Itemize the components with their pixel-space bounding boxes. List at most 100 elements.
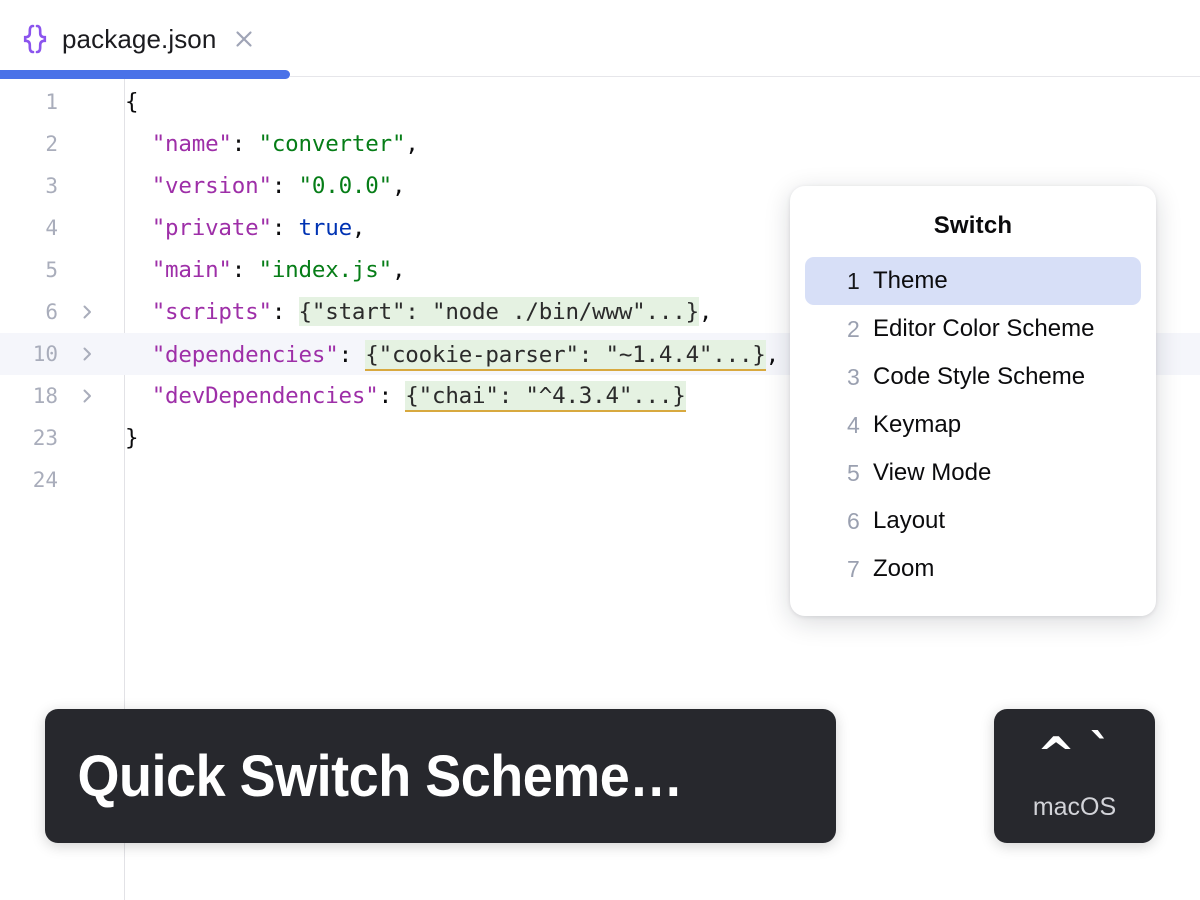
- code-token: "scripts": [151, 299, 272, 325]
- code-text: "main": "index.js",: [125, 257, 406, 283]
- code-token: [125, 173, 152, 199]
- line-number: 3: [45, 174, 58, 198]
- code-token: :: [271, 299, 299, 325]
- code-token: ,: [351, 215, 366, 241]
- code-token: "index.js": [258, 257, 392, 283]
- line-number: 18: [32, 384, 58, 408]
- code-token: :: [231, 257, 259, 283]
- code-line[interactable]: 4 "private": true,: [0, 207, 1200, 249]
- tab-bar-divider: [290, 76, 1200, 77]
- code-token: :: [271, 215, 299, 241]
- code-token: :: [378, 383, 406, 409]
- code-text: {: [125, 89, 139, 115]
- close-icon[interactable]: [233, 28, 255, 50]
- code-token: "dependencies": [151, 342, 339, 368]
- code-token: ,: [391, 173, 406, 199]
- line-number: 4: [45, 216, 58, 240]
- line-number: 2: [45, 132, 58, 156]
- backtick-key-icon: `: [1089, 724, 1113, 778]
- code-token: "0.0.0": [298, 173, 393, 199]
- popup-item-view-mode[interactable]: 5 View Mode: [805, 449, 1141, 497]
- os-label: macOS: [1032, 793, 1117, 821]
- line-number: 23: [32, 426, 58, 450]
- code-token: "converter": [258, 131, 406, 157]
- popup-title: Switch: [933, 212, 1013, 239]
- popup-item-number: 1: [847, 267, 860, 294]
- code-token: ,: [698, 299, 713, 325]
- code-line[interactable]: 24: [0, 459, 1200, 501]
- code-text: "version": "0.0.0",: [125, 173, 406, 199]
- code-token: "devDependencies": [151, 383, 379, 409]
- fold-chevron-icon[interactable]: [58, 345, 116, 363]
- popup-item-code-style-scheme[interactable]: 3 Code Style Scheme: [805, 353, 1141, 401]
- popup-item-label: Editor Color Scheme: [873, 315, 1095, 342]
- popup-item-editor-color-scheme[interactable]: 2 Editor Color Scheme: [805, 305, 1141, 353]
- code-token: {: [125, 89, 139, 115]
- line-number: 1: [45, 90, 58, 114]
- code-line[interactable]: 5 "main": "index.js",: [0, 249, 1200, 291]
- tab-title: package.json: [62, 23, 217, 54]
- code-line[interactable]: 3 "version": "0.0.0",: [0, 165, 1200, 207]
- code-line[interactable]: 23}: [0, 417, 1200, 459]
- code-token: "name": [151, 131, 232, 157]
- line-number: 6: [45, 300, 58, 324]
- popup-item-label: Theme: [873, 267, 948, 294]
- code-token: [125, 383, 152, 409]
- quick-switch-scheme-popup[interactable]: Switch 1 Theme 2 Editor Color Scheme 3 Code S…: [790, 186, 1156, 616]
- popup-item-number: 2: [847, 315, 860, 342]
- popup-item-number: 4: [847, 411, 860, 438]
- popup-item-layout[interactable]: 6 Layout: [805, 497, 1141, 545]
- code-token: [125, 215, 152, 241]
- code-token: :: [338, 342, 366, 368]
- line-number: 5: [45, 258, 58, 282]
- action-name-banner: Quick Switch Scheme…: [45, 709, 836, 843]
- popup-item-theme[interactable]: 1 Theme: [805, 257, 1141, 305]
- popup-item-label: Code Style Scheme: [873, 363, 1086, 390]
- tab-package-json[interactable]: package.json: [0, 0, 290, 78]
- code-token: "main": [151, 257, 232, 283]
- code-token: "private": [151, 215, 272, 241]
- code-token: [125, 257, 152, 283]
- code-token: ,: [391, 257, 406, 283]
- code-token: ,: [405, 131, 419, 157]
- folded-region[interactable]: {"cookie-parser": "~1.4.4"...}: [365, 340, 766, 371]
- code-text: "name": "converter",: [125, 131, 419, 157]
- code-text: "devDependencies": {"chai": "^4.3.4"...}: [125, 381, 686, 412]
- popup-item-number: 3: [847, 363, 860, 390]
- popup-item-number: 6: [847, 507, 860, 534]
- code-line[interactable]: 2 "name": "converter",: [0, 123, 1200, 165]
- shortcut-key-card: ^ ` macOS: [994, 709, 1155, 843]
- code-text: "scripts": {"start": "node ./bin/www"...…: [125, 297, 713, 326]
- popup-item-label: Keymap: [873, 411, 962, 438]
- popup-item-keymap[interactable]: 4 Keymap: [805, 401, 1141, 449]
- fold-chevron-icon[interactable]: [58, 387, 116, 405]
- popup-item-list: 1 Theme 2 Editor Color Scheme 3 Code Style Sc…: [790, 257, 1156, 593]
- code-token: true: [298, 215, 353, 241]
- popup-item-label: View Mode: [873, 459, 992, 486]
- code-token: :: [271, 173, 299, 199]
- code-token: [125, 299, 152, 325]
- code-text: "private": true,: [125, 215, 366, 241]
- code-line[interactable]: 1{: [0, 81, 1200, 123]
- code-token: ,: [765, 342, 780, 368]
- tab-active-indicator: [0, 70, 290, 79]
- fold-chevron-icon[interactable]: [58, 303, 116, 321]
- control-key-icon: ^: [1036, 727, 1076, 781]
- line-number: 24: [32, 468, 58, 492]
- shortcut-keys: ^ `: [1036, 724, 1113, 783]
- popup-item-label: Zoom: [873, 555, 935, 582]
- code-text: }: [125, 425, 139, 451]
- popup-item-label: Layout: [873, 507, 946, 534]
- json-braces-icon: [23, 24, 47, 54]
- code-token: [125, 131, 152, 157]
- folded-region[interactable]: {"start": "node ./bin/www"...}: [298, 297, 699, 326]
- code-token: [125, 342, 152, 368]
- action-name-label: Quick Switch Scheme…: [77, 743, 684, 809]
- code-token: :: [231, 131, 259, 157]
- code-line[interactable]: 18 "devDependencies": {"chai": "^4.3.4".…: [0, 375, 1200, 417]
- code-token: "version": [151, 173, 272, 199]
- code-line[interactable]: 6 "scripts": {"start": "node ./bin/www".…: [0, 291, 1200, 333]
- folded-region[interactable]: {"chai": "^4.3.4"...}: [405, 381, 686, 412]
- popup-item-number: 5: [847, 459, 860, 486]
